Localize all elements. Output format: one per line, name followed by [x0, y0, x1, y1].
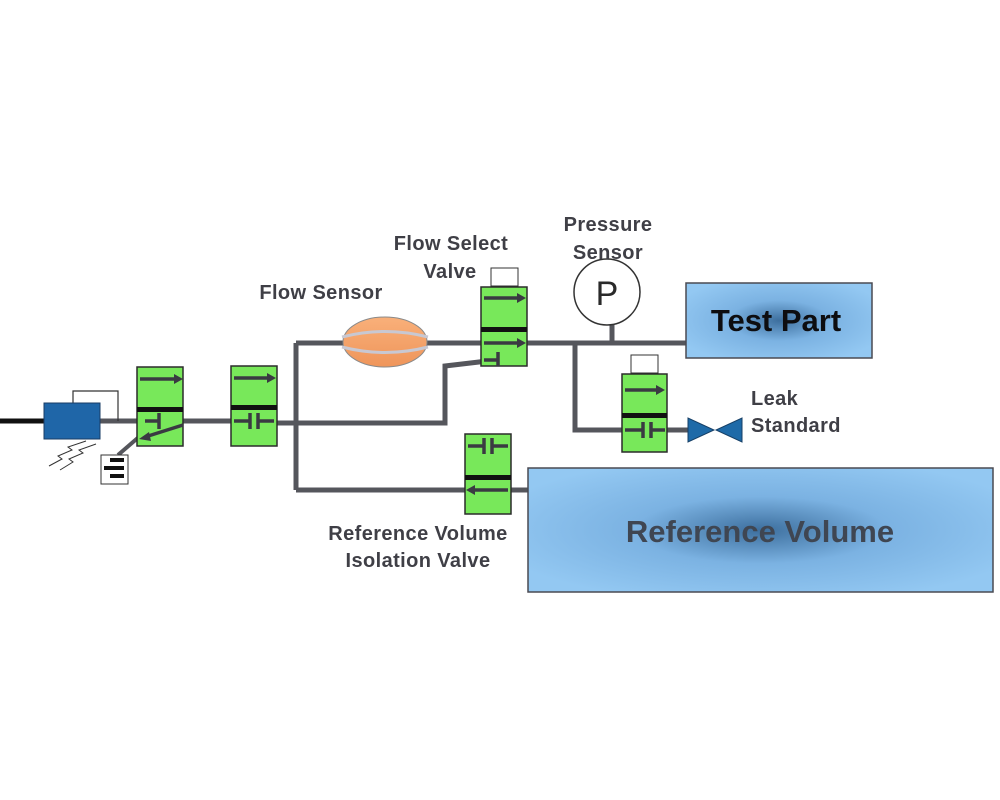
- leak-label-line2: Standard: [751, 415, 841, 437]
- main-branch-pipe: [276, 357, 497, 426]
- flow-sensor-tube-bottom: [341, 345, 429, 354]
- test-part-tank: Test Part: [685, 282, 873, 359]
- regulator-icon: [43, 390, 119, 471]
- flow-sensor-body: [342, 316, 428, 368]
- reference-volume-box: [527, 467, 994, 593]
- leak-standard-valve: [621, 354, 668, 453]
- ref-iso-label-line2: Isolation Valve: [346, 550, 491, 572]
- pressure-label-line2: Sensor: [573, 242, 643, 264]
- flow-select-label-line2: Valve: [423, 261, 476, 283]
- pressure-symbol: P: [596, 275, 619, 313]
- regulator-body: [43, 402, 101, 440]
- regulator-pilot-line: [72, 390, 119, 421]
- needle-valve-left: [687, 417, 716, 443]
- regulator-signal-zigzag-2: [59, 443, 97, 471]
- test-part-label: Test Part: [711, 303, 841, 338]
- flow-select-actuator: [490, 267, 519, 287]
- leak-label-line1: Leak: [751, 388, 799, 410]
- needle-valve-right: [714, 417, 743, 443]
- supply-valve: [136, 366, 184, 447]
- leak-branch-pipe: [572, 343, 622, 433]
- needle-valve-icon: [687, 417, 743, 443]
- muffler-icon: [100, 434, 142, 485]
- flow-select-valve: [480, 267, 528, 367]
- flow-select-label-line1: Flow Select: [394, 233, 508, 255]
- fill-valve: [230, 365, 278, 447]
- pressure-label-line1: Pressure: [564, 214, 653, 236]
- ref-iso-label-line1: Reference Volume: [328, 523, 507, 545]
- reference-volume-label: Reference Volume: [626, 514, 894, 549]
- test-part-box: [685, 282, 873, 359]
- leak-valve-actuator: [630, 354, 659, 374]
- reference-volume-tank: Reference Volume: [527, 467, 994, 593]
- flow-sensor-tube-top: [341, 330, 429, 339]
- flow-sensor-label: Flow Sensor: [259, 282, 382, 304]
- ref-isolation-valve: [464, 433, 512, 515]
- pressure-gauge-icon: P: [573, 258, 641, 326]
- pressure-gauge-circle: [573, 258, 641, 326]
- flow-sensor-icon: [341, 316, 429, 368]
- regulator-signal-zigzag-1: [48, 440, 87, 467]
